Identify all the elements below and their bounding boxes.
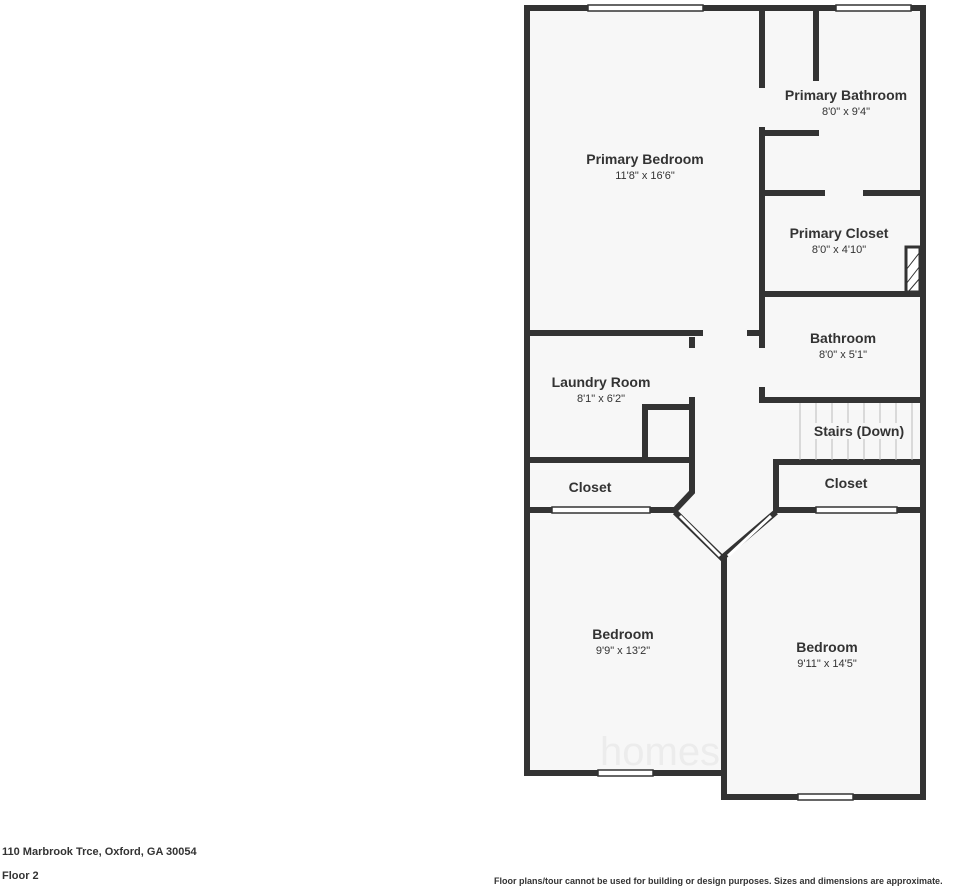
disclaimer: Floor plans/tour cannot be used for buil…: [494, 876, 943, 886]
outer-wall: [524, 5, 926, 800]
room-closet-right: Closet: [824, 475, 868, 491]
room-stairs: Stairs (Down): [813, 423, 905, 439]
floor-label: Floor 2: [2, 870, 39, 882]
room-closet-left: Closet: [568, 479, 612, 495]
watermark: homes: [600, 730, 720, 774]
address: 110 Marbrook Trce, Oxford, GA 30054: [2, 846, 197, 858]
